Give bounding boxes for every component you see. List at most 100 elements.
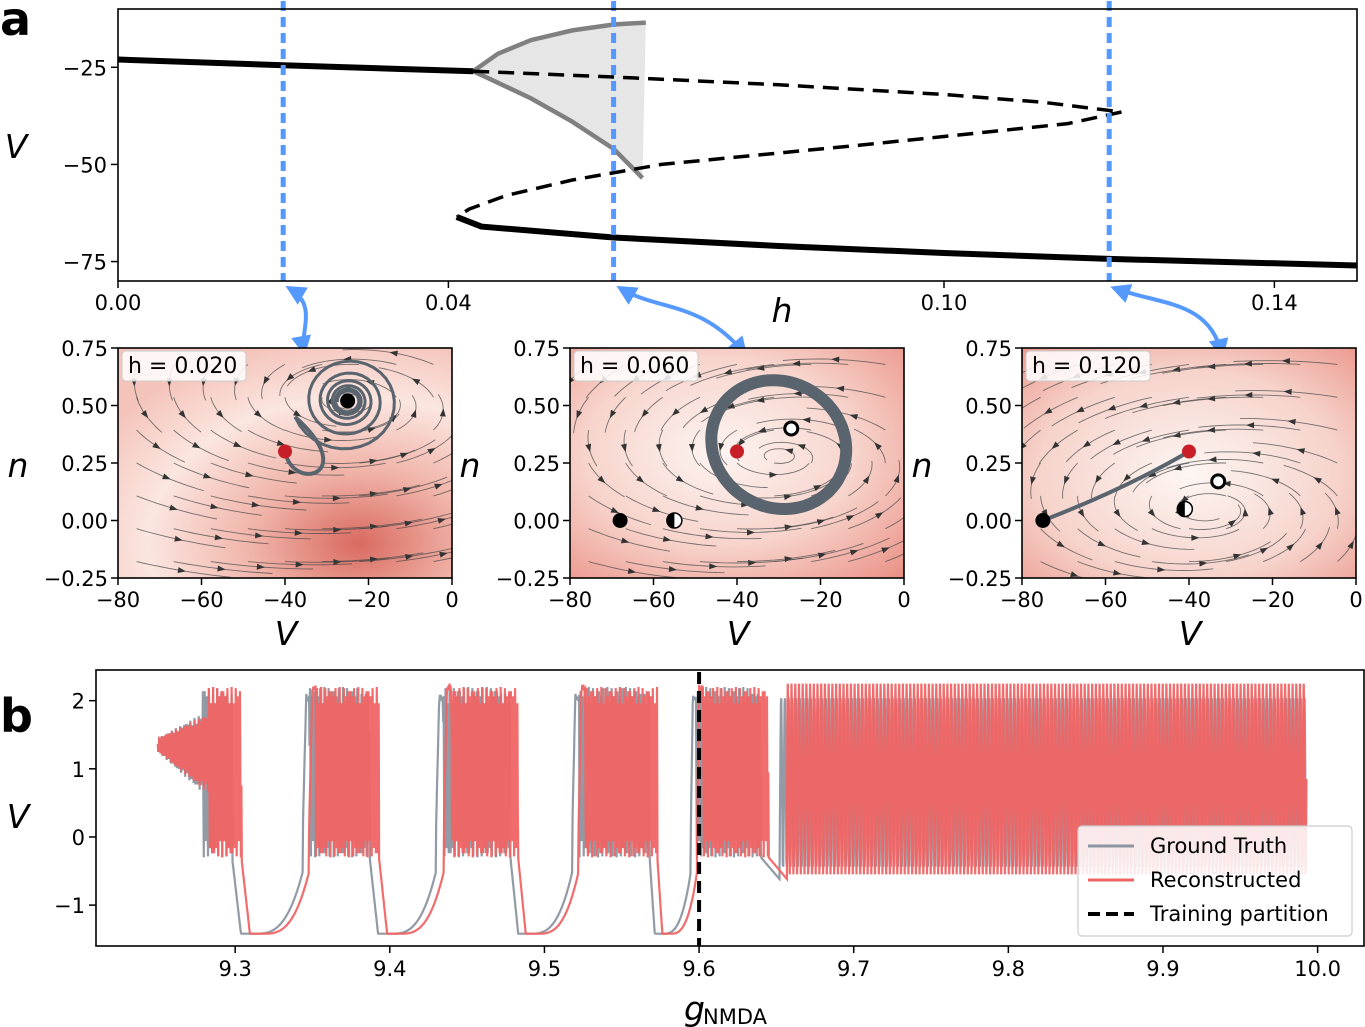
streamline-arrow — [202, 472, 212, 479]
legend-label-ground-truth: Ground Truth — [1150, 834, 1287, 858]
streamline — [885, 553, 904, 563]
streamline-arrow — [331, 464, 340, 471]
pp-ylabel: n — [460, 446, 481, 485]
streamline-arrow — [276, 440, 286, 446]
streamline-arrow — [576, 410, 583, 419]
ts-xtick-label: 9.8 — [992, 957, 1025, 981]
ts-ytick-label: 2 — [72, 690, 85, 714]
bif-xtick-label: 0.04 — [425, 291, 472, 315]
unstable-fixed-point — [783, 420, 800, 437]
streamline-arrow — [389, 350, 398, 357]
streamline-arrow — [1207, 363, 1216, 370]
streamline-arrow — [294, 529, 303, 536]
streamline-arrow — [802, 417, 811, 424]
streamline-arrow — [427, 447, 436, 455]
pp-ylabel: n — [8, 446, 29, 485]
streamline-arrow — [1191, 534, 1200, 541]
pp-ytick-label: 0.50 — [61, 395, 108, 419]
upper-stable-branch — [117, 56, 474, 75]
saddle-fixed-point-half — [666, 513, 675, 528]
stable-fixed-point — [1035, 513, 1051, 528]
trajectory-spiral — [293, 359, 396, 451]
saddle-fixed-point-half — [1177, 501, 1185, 517]
streamline-arrow — [1082, 440, 1091, 448]
streamline-arrow — [792, 360, 801, 367]
streamline-arrow — [439, 551, 448, 558]
streamline-arrow — [233, 441, 242, 448]
pp-ytick-label: 0.75 — [965, 337, 1012, 361]
streamline-arrow — [152, 442, 161, 449]
ts-xtick-label: 9.3 — [218, 957, 251, 981]
pp-ytick-label: 0.75 — [513, 337, 560, 361]
streamline-arrow — [845, 515, 855, 522]
streamline-arrow — [162, 473, 171, 480]
streamline-arrow — [1064, 475, 1070, 485]
streamline-arrow — [1252, 450, 1261, 457]
ts-ytick-label: 1 — [72, 758, 85, 782]
streamline-arrow — [610, 507, 620, 514]
ts-ytick-label: 0 — [72, 826, 85, 850]
streamline-arrow — [1347, 540, 1354, 550]
streamline-arrow — [709, 563, 718, 570]
ts-xtick-label: 10.0 — [1294, 957, 1341, 981]
streamline-arrow — [404, 520, 413, 527]
pp-trajectory — [283, 359, 396, 476]
arrow-h-0020 — [285, 285, 311, 356]
streamline — [885, 517, 904, 530]
streamline-arrow — [1286, 543, 1295, 552]
ts-xtick-label: 9.6 — [682, 957, 715, 981]
initial-condition-point — [278, 444, 292, 459]
streamline-arrow — [737, 438, 746, 447]
streamline-arrow — [620, 443, 627, 453]
streamline-arrow — [813, 485, 822, 492]
bif-xtick-label: 0.10 — [921, 291, 968, 315]
streamline-arrow — [836, 385, 845, 392]
streamline-arrow — [831, 356, 840, 363]
streamline-arrow — [1113, 508, 1121, 518]
pp-ytick-label: 0.00 — [965, 510, 1012, 534]
streamline-arrow — [671, 408, 680, 416]
h-annotation: h = 0.120 — [1032, 354, 1141, 379]
pp-xtick-label: −20 — [798, 588, 842, 612]
streamline-arrow — [797, 444, 806, 450]
streamline-arrow — [434, 483, 443, 490]
streamline-arrow — [655, 443, 662, 453]
ts-traces — [156, 683, 1308, 935]
streamline-arrow — [141, 410, 149, 419]
bif-yticks: −25−50−75 — [63, 56, 118, 275]
streamline — [433, 452, 452, 464]
streamline-arrow — [746, 529, 755, 536]
streamline-arrow — [675, 475, 685, 483]
streamline-arrow — [699, 406, 709, 414]
streamline-arrow — [609, 409, 617, 419]
ts-legend: Ground Truth Reconstructed Training part… — [1077, 825, 1353, 937]
streamline-arrow — [817, 552, 827, 559]
bif-slice-markers — [280, 1, 1112, 281]
streamline-arrow — [286, 373, 295, 381]
ts-ylabel: V — [7, 797, 32, 836]
bif-xtick-label: 0.14 — [1251, 291, 1298, 315]
streamline-arrow — [784, 448, 794, 455]
ts-xtick-label: 9.4 — [373, 957, 406, 981]
pp-xtick-label: −80 — [96, 588, 140, 612]
streamline-arrow — [1208, 456, 1217, 463]
streamline-arrow — [293, 410, 302, 417]
cycle-max-line — [471, 20, 646, 74]
streamline-arrow — [893, 474, 900, 484]
streamline-arrow — [862, 475, 870, 484]
pp-xtick-label: 0 — [897, 588, 910, 612]
streamline-arrow — [1056, 540, 1065, 548]
pp-xtick-label: 0 — [1349, 588, 1362, 612]
streamline-arrow — [688, 443, 695, 452]
pp-xlabel: V — [275, 614, 300, 653]
trace-reconstructed — [156, 683, 1308, 935]
pp-xtick-label: −40 — [715, 588, 759, 612]
streamline-arrow — [174, 535, 183, 542]
streamline-arrow — [253, 410, 262, 418]
pp-ytick-label: 0.25 — [513, 452, 560, 476]
streamline-arrow — [177, 567, 186, 574]
panel-label-a: a — [0, 0, 31, 46]
streamline-arrow — [881, 547, 890, 554]
streamline-arrow — [178, 410, 186, 419]
